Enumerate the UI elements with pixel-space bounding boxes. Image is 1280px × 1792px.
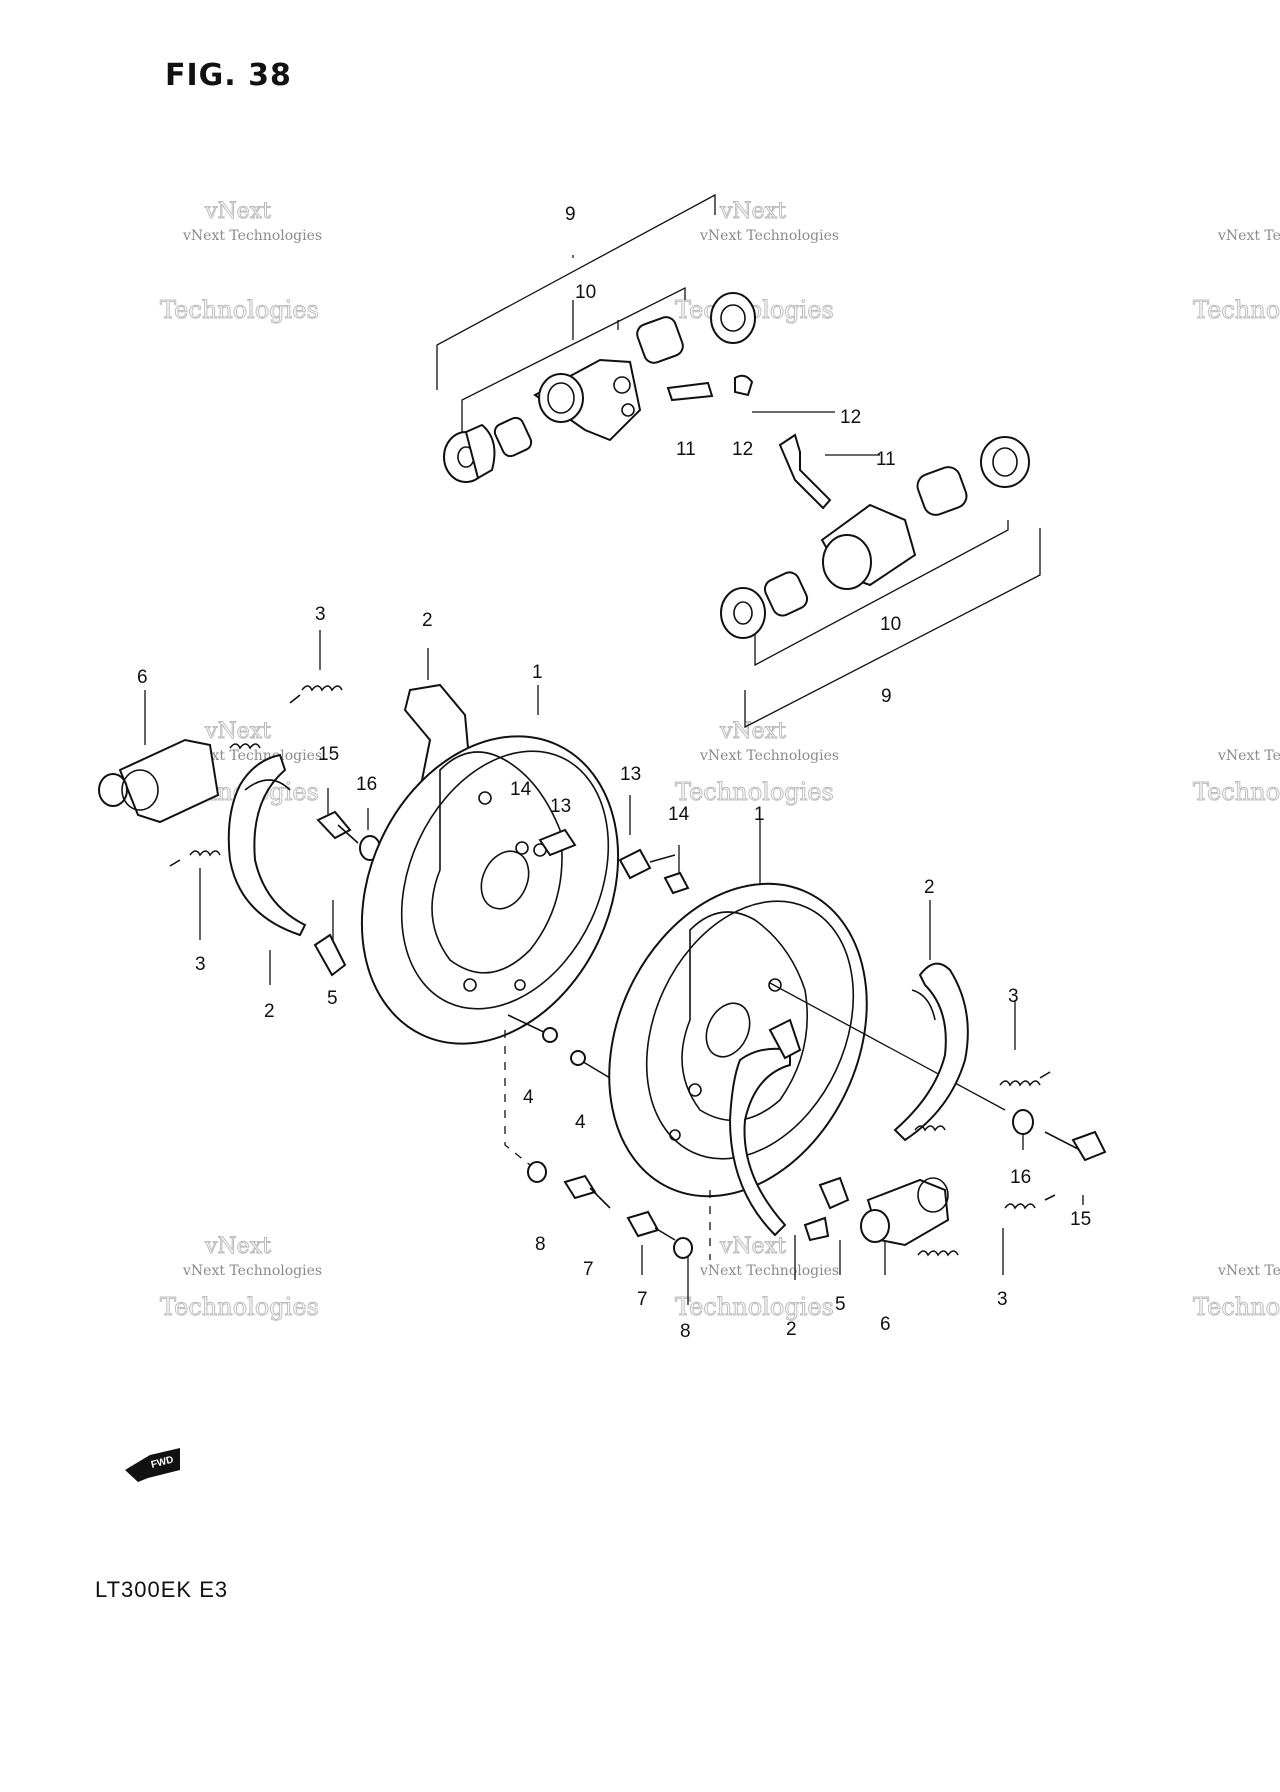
svg-text:vNext Technologies: vNext Technologies bbox=[182, 1263, 322, 1279]
callout-3-a: 3 bbox=[315, 604, 326, 625]
svg-text:vNext Technologies: vNext Technologies bbox=[182, 228, 322, 244]
svg-text:vNext Technologies: vNext Technologies bbox=[1217, 1263, 1280, 1279]
svg-text:Technologies: Technologies bbox=[1193, 1293, 1280, 1321]
callout-12-b: 12 bbox=[840, 407, 861, 428]
callout-9-bot: 9 bbox=[881, 686, 892, 707]
watermark-top-left: vNext vNext Technologies Technologies bbox=[160, 199, 323, 325]
svg-text:Technologies: Technologies bbox=[1193, 778, 1280, 806]
svg-text:Technologies: Technologies bbox=[1193, 296, 1280, 324]
callout-9-top: 9 bbox=[565, 204, 576, 225]
svg-text:vNext: vNext bbox=[204, 1234, 271, 1259]
svg-text:Technologies: Technologies bbox=[160, 1293, 319, 1321]
watermark-right-edge: vNext Technologies Technologies vNext Te… bbox=[1193, 228, 1280, 1322]
fwd-arrow-icon: FWD bbox=[125, 1448, 180, 1482]
svg-text:vNext Technologies: vNext Technologies bbox=[699, 228, 839, 244]
callout-15-b: 15 bbox=[1070, 1209, 1091, 1230]
right-brake-group bbox=[608, 820, 1107, 1305]
callouts: 9 10 11 12 12 11 10 9 3 6 15 16 2 3 2 5 … bbox=[137, 204, 1091, 1342]
wheel-cylinder-assembly-top bbox=[436, 193, 756, 483]
callout-5-a: 5 bbox=[327, 988, 338, 1009]
model-code: LT300EK E3 bbox=[95, 1577, 229, 1602]
callout-12-a: 12 bbox=[732, 439, 753, 460]
callout-2-b: 2 bbox=[264, 1001, 275, 1022]
svg-text:vNext Technologies: vNext Technologies bbox=[182, 748, 322, 764]
svg-text:vNext: vNext bbox=[719, 1234, 786, 1259]
callout-4-b: 4 bbox=[575, 1112, 586, 1133]
wheel-cylinder-assembly-right bbox=[720, 411, 1041, 729]
svg-text:vNext: vNext bbox=[719, 199, 786, 224]
callout-2-c: 2 bbox=[924, 877, 935, 898]
svg-text:Technologies: Technologies bbox=[160, 296, 319, 324]
callout-2-a: 2 bbox=[422, 610, 433, 631]
callout-3-b: 3 bbox=[195, 954, 206, 975]
watermark-bottom-center: vNext vNext Technologies Technologies bbox=[675, 1234, 840, 1322]
watermark-bottom-left: vNext vNext Technologies Technologies bbox=[160, 1234, 323, 1322]
figure-title: FIG. 38 bbox=[165, 58, 292, 93]
watermark-top-center: vNext vNext Technologies Technologies bbox=[675, 199, 840, 325]
callout-3-d: 3 bbox=[997, 1289, 1008, 1310]
callout-10-top: 10 bbox=[575, 282, 596, 303]
callout-1-b: 1 bbox=[754, 804, 765, 825]
callout-4-a: 4 bbox=[523, 1087, 534, 1108]
callout-10-bot: 10 bbox=[880, 614, 901, 635]
svg-text:vNext Technologies: vNext Technologies bbox=[1217, 228, 1280, 244]
callout-2-d: 2 bbox=[786, 1319, 797, 1340]
svg-text:vNext: vNext bbox=[204, 719, 271, 744]
callout-13-a: 13 bbox=[550, 796, 571, 817]
svg-text:vNext Technologies: vNext Technologies bbox=[699, 748, 839, 764]
callout-16-b: 16 bbox=[1010, 1167, 1031, 1188]
svg-text:vNext: vNext bbox=[204, 199, 271, 224]
watermark-mid-center: vNext vNext Technologies Technologies bbox=[675, 719, 840, 807]
callout-8-a: 8 bbox=[535, 1234, 546, 1255]
svg-text:Technologies: Technologies bbox=[675, 1293, 834, 1321]
svg-text:vNext Technologies: vNext Technologies bbox=[699, 1263, 839, 1279]
callout-11-b: 11 bbox=[876, 449, 896, 470]
callout-5-b: 5 bbox=[835, 1294, 846, 1315]
callout-14-a: 14 bbox=[510, 779, 532, 800]
callout-6-b: 6 bbox=[880, 1314, 891, 1335]
callout-7-b: 7 bbox=[637, 1289, 648, 1310]
left-brake-group bbox=[98, 630, 690, 1209]
callout-7-a: 7 bbox=[583, 1259, 594, 1280]
callout-16-a: 16 bbox=[356, 774, 377, 795]
svg-text:Technologies: Technologies bbox=[675, 778, 834, 806]
callout-8-b: 8 bbox=[680, 1321, 691, 1342]
svg-text:vNext Technologies: vNext Technologies bbox=[1217, 748, 1280, 764]
callout-15-a: 15 bbox=[318, 744, 339, 765]
callout-11-a: 11 bbox=[676, 439, 696, 460]
callout-6-a: 6 bbox=[137, 667, 148, 688]
callout-14-b: 14 bbox=[668, 804, 690, 825]
callout-1-a: 1 bbox=[532, 662, 543, 683]
callout-3-c: 3 bbox=[1008, 986, 1019, 1007]
callout-13-b: 13 bbox=[620, 764, 641, 785]
